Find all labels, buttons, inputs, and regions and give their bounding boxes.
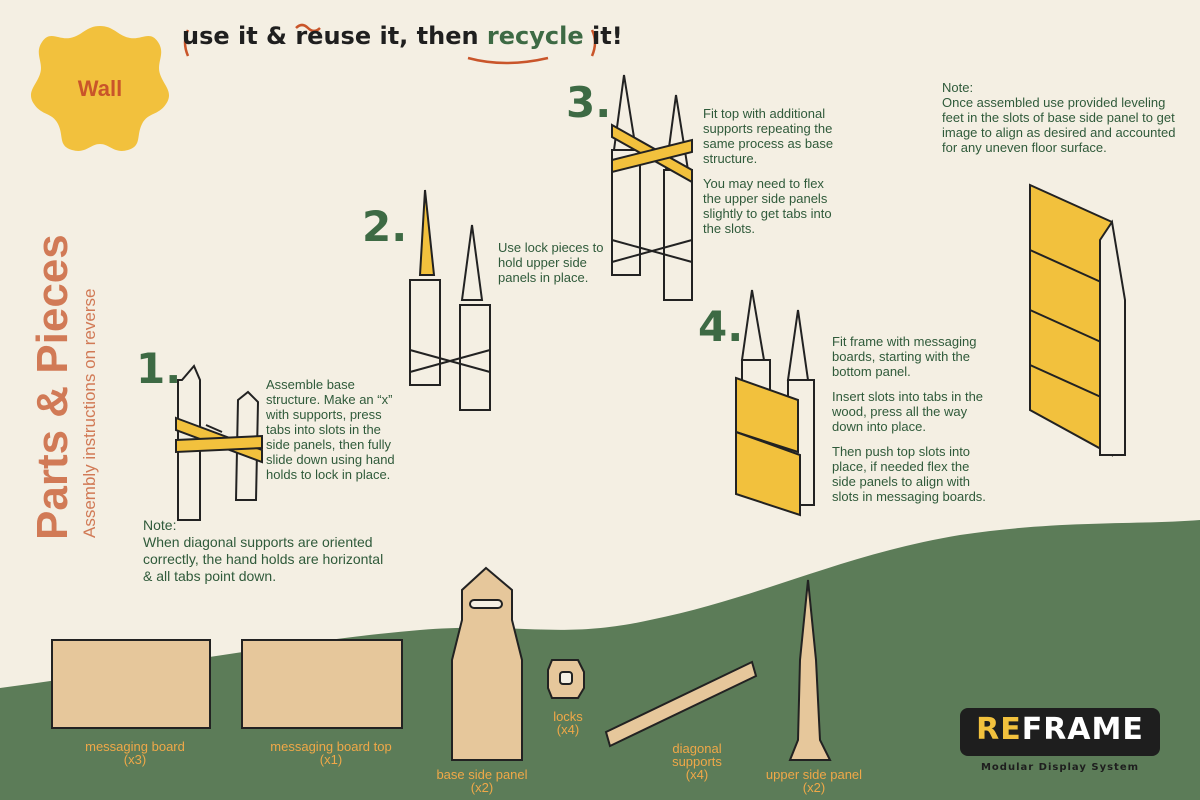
step-1-number: 1. — [136, 344, 182, 393]
step-3-paragraph-2: You may need to flex the upper side pane… — [703, 176, 832, 236]
step-4-paragraph-3: Then push top slots into place, if neede… — [832, 444, 986, 504]
step-2-number: 2. — [362, 202, 408, 251]
part-qty: (x4) — [556, 722, 580, 737]
step-4-paragraph-1: Fit frame with messaging boards, startin… — [832, 334, 977, 379]
part-messaging-board — [51, 639, 211, 729]
part-label-messaging-board: messaging board (x3) — [60, 740, 210, 766]
tagline-recycle: recycle — [486, 22, 584, 50]
part-qty: (x4) — [685, 767, 709, 782]
note-right-title: Note: — [942, 80, 974, 95]
note-right-body: Once assembled use provided leveling fee… — [942, 95, 1176, 155]
brand-tagline: Modular Display System — [980, 762, 1140, 773]
part-qty: (x2) — [802, 780, 826, 795]
step-4-number: 4. — [698, 302, 744, 351]
side-title: Parts & Pieces — [28, 234, 77, 540]
step-3-paragraph-1: Fit top with additional supports repeati… — [703, 106, 834, 166]
part-name: locks — [553, 709, 583, 724]
tagline-bracket-end — [590, 29, 597, 57]
note-left: Note: When diagonal supports are oriente… — [143, 517, 393, 585]
part-qty: (x3) — [123, 752, 147, 767]
brand-logo-frame: FRAME — [1021, 712, 1144, 747]
part-diagonal-support — [604, 660, 758, 748]
tagline-bracket — [183, 29, 190, 57]
part-label-base-side-panel: base side panel (x2) — [420, 768, 544, 794]
part-name: base side panel — [436, 767, 528, 782]
step-1-paragraph: Assemble base structure. Make an “x” wit… — [266, 377, 395, 482]
part-base-side-panel — [451, 566, 523, 761]
part-label-upper-side-panel: upper side panel (x2) — [752, 768, 876, 794]
wall-badge-shape — [30, 26, 170, 151]
step-1-text: Assemble base structure. Make an “x” wit… — [266, 377, 404, 492]
parts-illustration — [51, 566, 832, 761]
part-qty: (x2) — [470, 780, 494, 795]
note-left-title: Note: — [143, 517, 177, 533]
note-right: Note: Once assembled use provided leveli… — [942, 80, 1178, 155]
step-3-number: 3. — [566, 78, 612, 127]
green-hill — [0, 520, 1200, 800]
part-name: diagonal supports — [672, 741, 722, 769]
step2-illustration — [409, 189, 491, 411]
part-upper-side-panel — [788, 579, 832, 761]
tagline-squiggle — [295, 23, 321, 33]
step-4-text: Fit frame with messaging boards, startin… — [832, 334, 988, 514]
step-4-paragraph-2: Insert slots into tabs in the wood, pres… — [832, 389, 984, 434]
brand-logo-box — [960, 708, 1160, 756]
tagline: use it & reuse it, then recycle it! — [182, 22, 623, 50]
brand-logo: REFRAME — [960, 712, 1160, 747]
part-name: upper side panel — [765, 767, 863, 782]
part-label-locks: locks (x4) — [536, 710, 600, 736]
part-qty: (x1) — [319, 752, 343, 767]
tagline-part-1: use it & reuse it, then — [182, 22, 487, 50]
part-label-messaging-board-top: messaging board top (x1) — [246, 740, 416, 766]
part-messaging-board-top — [241, 639, 403, 729]
tagline-underline — [467, 56, 549, 65]
step-3-text: Fit top with additional supports repeati… — [703, 106, 845, 246]
step-2-text: Use lock pieces to hold upper side panel… — [498, 240, 614, 295]
assembled-frame-illustration — [1029, 183, 1126, 457]
tagline-part-3: it! — [583, 22, 623, 50]
step4-illustration — [735, 289, 815, 517]
step-2-paragraph: Use lock pieces to hold upper side panel… — [498, 240, 604, 285]
brand-logo-re: RE — [976, 712, 1022, 747]
part-name: messaging board top — [270, 739, 392, 754]
part-name: messaging board — [85, 739, 185, 754]
side-subtitle: Assembly instructions on reverse — [80, 288, 99, 538]
step1-illustration — [175, 364, 263, 521]
part-label-diagonal-supports: diagonal supports (x4) — [654, 742, 740, 781]
wall-badge-label: Wall — [77, 76, 123, 101]
note-left-body: When diagonal supports are oriented corr… — [143, 534, 384, 584]
step3-illustration — [611, 74, 693, 301]
